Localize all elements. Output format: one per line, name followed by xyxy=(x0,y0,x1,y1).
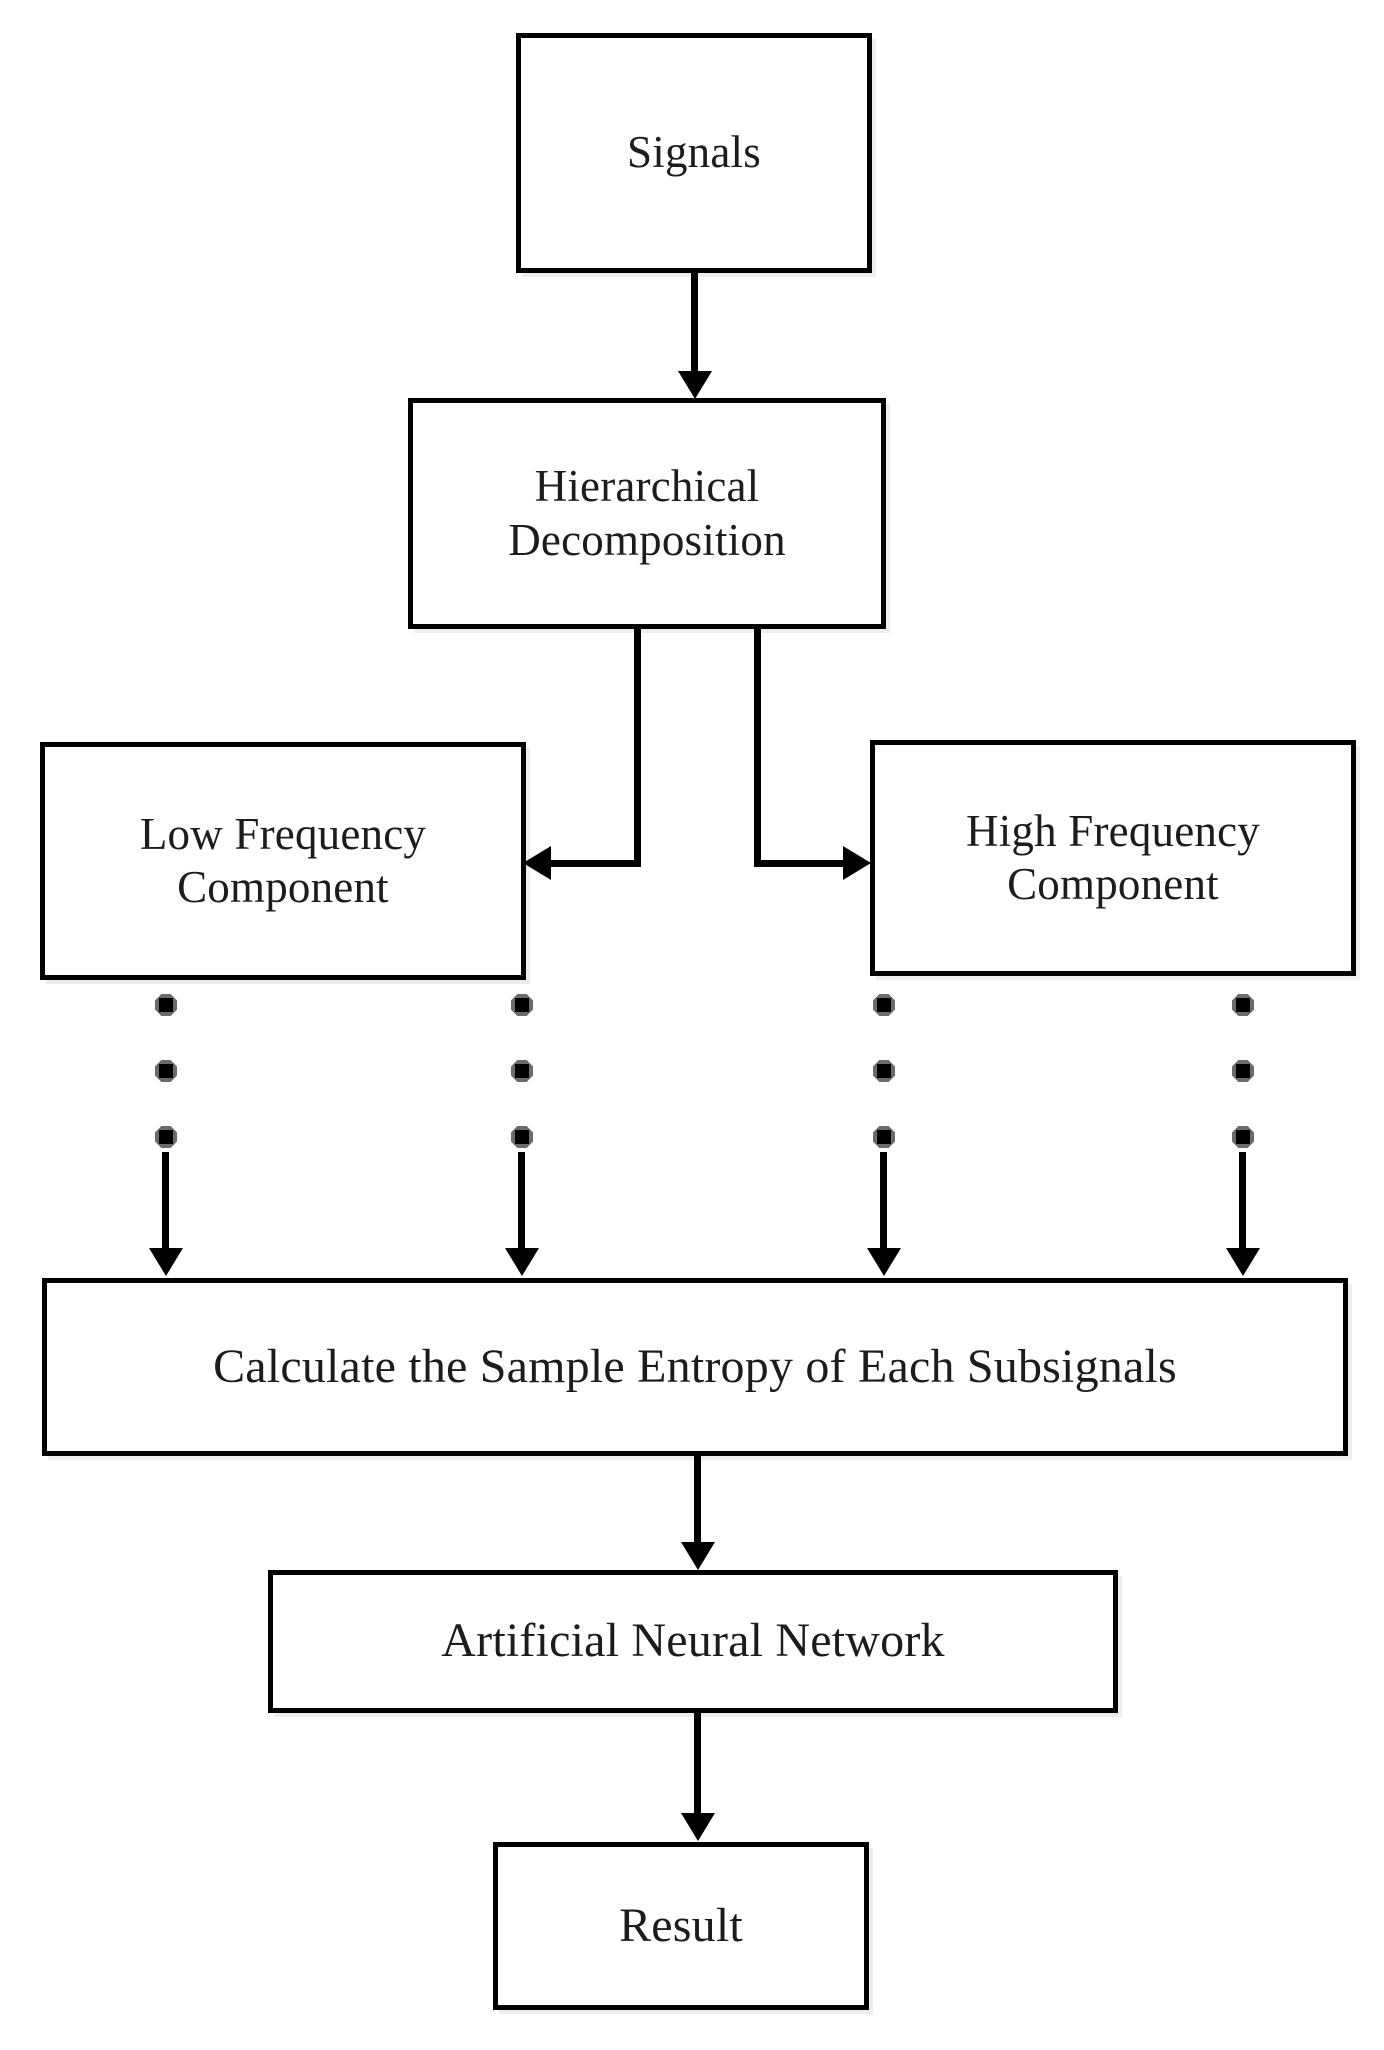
node-artificial-neural-network[interactable]: Artificial Neural Network xyxy=(268,1570,1118,1713)
ellipsis-dot xyxy=(155,1126,177,1148)
node-low-frequency-component[interactable]: Low Frequency Component xyxy=(40,742,526,980)
ellipsis-dot xyxy=(511,1126,533,1148)
edge-calculate-to-ann-line xyxy=(694,1456,701,1544)
node-high-frequency-component-label: High Frequency Component xyxy=(966,805,1260,909)
edge-subsignal-1-line xyxy=(162,1152,169,1250)
edge-hierarchical-to-lowfreq-horizontal xyxy=(549,860,641,867)
edge-calculate-to-ann-arrowhead xyxy=(681,1542,715,1570)
edge-subsignal-3-line xyxy=(880,1152,887,1250)
ellipsis-dot xyxy=(873,1060,895,1082)
node-low-frequency-component-label: Low Frequency Component xyxy=(139,808,427,912)
edge-hierarchical-to-highfreq-vertical xyxy=(754,629,761,864)
edge-signals-to-hierarchical-line xyxy=(691,273,698,373)
edge-ann-to-result-arrowhead xyxy=(681,1813,715,1841)
edge-ann-to-result-line xyxy=(694,1713,701,1815)
ellipsis-dot xyxy=(873,994,895,1016)
edge-subsignal-3-arrowhead xyxy=(867,1248,901,1276)
ellipsis-dot xyxy=(873,1126,895,1148)
edge-subsignal-4-line xyxy=(1239,1152,1246,1250)
edge-subsignal-2-line xyxy=(518,1152,525,1250)
node-signals-label: Signals xyxy=(627,127,761,178)
ellipsis-dot xyxy=(511,994,533,1016)
edge-signals-to-hierarchical-arrowhead xyxy=(678,371,712,399)
edge-hierarchical-to-lowfreq-vertical xyxy=(634,629,641,864)
node-result-label: Result xyxy=(619,1898,743,1952)
ellipsis-dot xyxy=(511,1060,533,1082)
edge-hierarchical-to-highfreq-arrowhead xyxy=(843,846,871,880)
node-hierarchical-decomposition-label: Hierarchical Decomposition xyxy=(508,461,786,565)
node-artificial-neural-network-label: Artificial Neural Network xyxy=(441,1614,945,1668)
ellipsis-dot xyxy=(1232,1060,1254,1082)
edge-hierarchical-to-lowfreq-arrowhead xyxy=(523,846,551,880)
ellipsis-dot xyxy=(1232,1126,1254,1148)
edge-subsignal-2-arrowhead xyxy=(505,1248,539,1276)
edge-hierarchical-to-highfreq-horizontal xyxy=(754,860,846,867)
node-calculate-sample-entropy[interactable]: Calculate the Sample Entropy of Each Sub… xyxy=(42,1278,1348,1456)
ellipsis-dot xyxy=(1232,994,1254,1016)
node-signals[interactable]: Signals xyxy=(516,33,872,273)
edge-subsignal-1-arrowhead xyxy=(149,1248,183,1276)
ellipsis-dot xyxy=(155,994,177,1016)
node-hierarchical-decomposition[interactable]: Hierarchical Decomposition xyxy=(408,398,886,629)
node-high-frequency-component[interactable]: High Frequency Component xyxy=(870,740,1356,976)
edge-subsignal-4-arrowhead xyxy=(1226,1248,1260,1276)
node-calculate-sample-entropy-label: Calculate the Sample Entropy of Each Sub… xyxy=(213,1339,1177,1393)
node-result[interactable]: Result xyxy=(493,1842,869,2010)
ellipsis-dot xyxy=(155,1060,177,1082)
